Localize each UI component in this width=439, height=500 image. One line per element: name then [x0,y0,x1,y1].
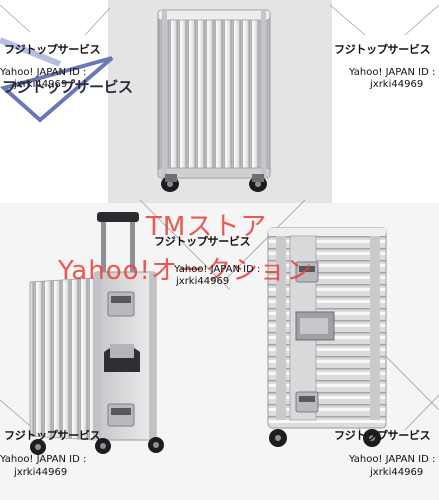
watermark-id-label: Yahoo! JAPAN ID : [349,67,436,78]
watermark-auction: Yahoo!オークション [58,256,313,286]
watermark-brand-large: フジトップサービス [2,78,133,96]
watermark-store: TMストア [146,212,268,242]
watermark-id-label: Yahoo! JAPAN ID : [0,67,87,78]
suitcase-front-view [157,9,271,192]
watermark-brand: フジトップサービス [334,429,431,442]
suitcase-side-view [267,227,387,447]
watermark-id-label: Yahoo! JAPAN ID : [349,454,436,465]
watermark-id-value: jxrki44969 [14,467,68,478]
watermark-id-label: Yahoo! JAPAN ID : [0,454,87,465]
watermark-brand: フジトップサービス [334,43,431,56]
suitcase-angled-view [29,212,164,455]
watermark-id-value: jxrki44969 [370,79,424,90]
watermark-id-value: jxrki44969 [176,276,230,287]
watermark-id-value: jxrki44969 [370,467,424,478]
watermark-id-label: Yahoo! JAPAN ID : [174,264,261,275]
watermark-logo-mark [0,56,114,123]
watermark-brand: フジトップサービス [4,43,101,56]
watermark-id-value: jxrki44969 [14,79,68,90]
watermark-brand: フジトップサービス [154,235,251,248]
watermark-logo-mark [0,37,62,67]
watermark-brand: フジトップサービス [4,429,101,442]
